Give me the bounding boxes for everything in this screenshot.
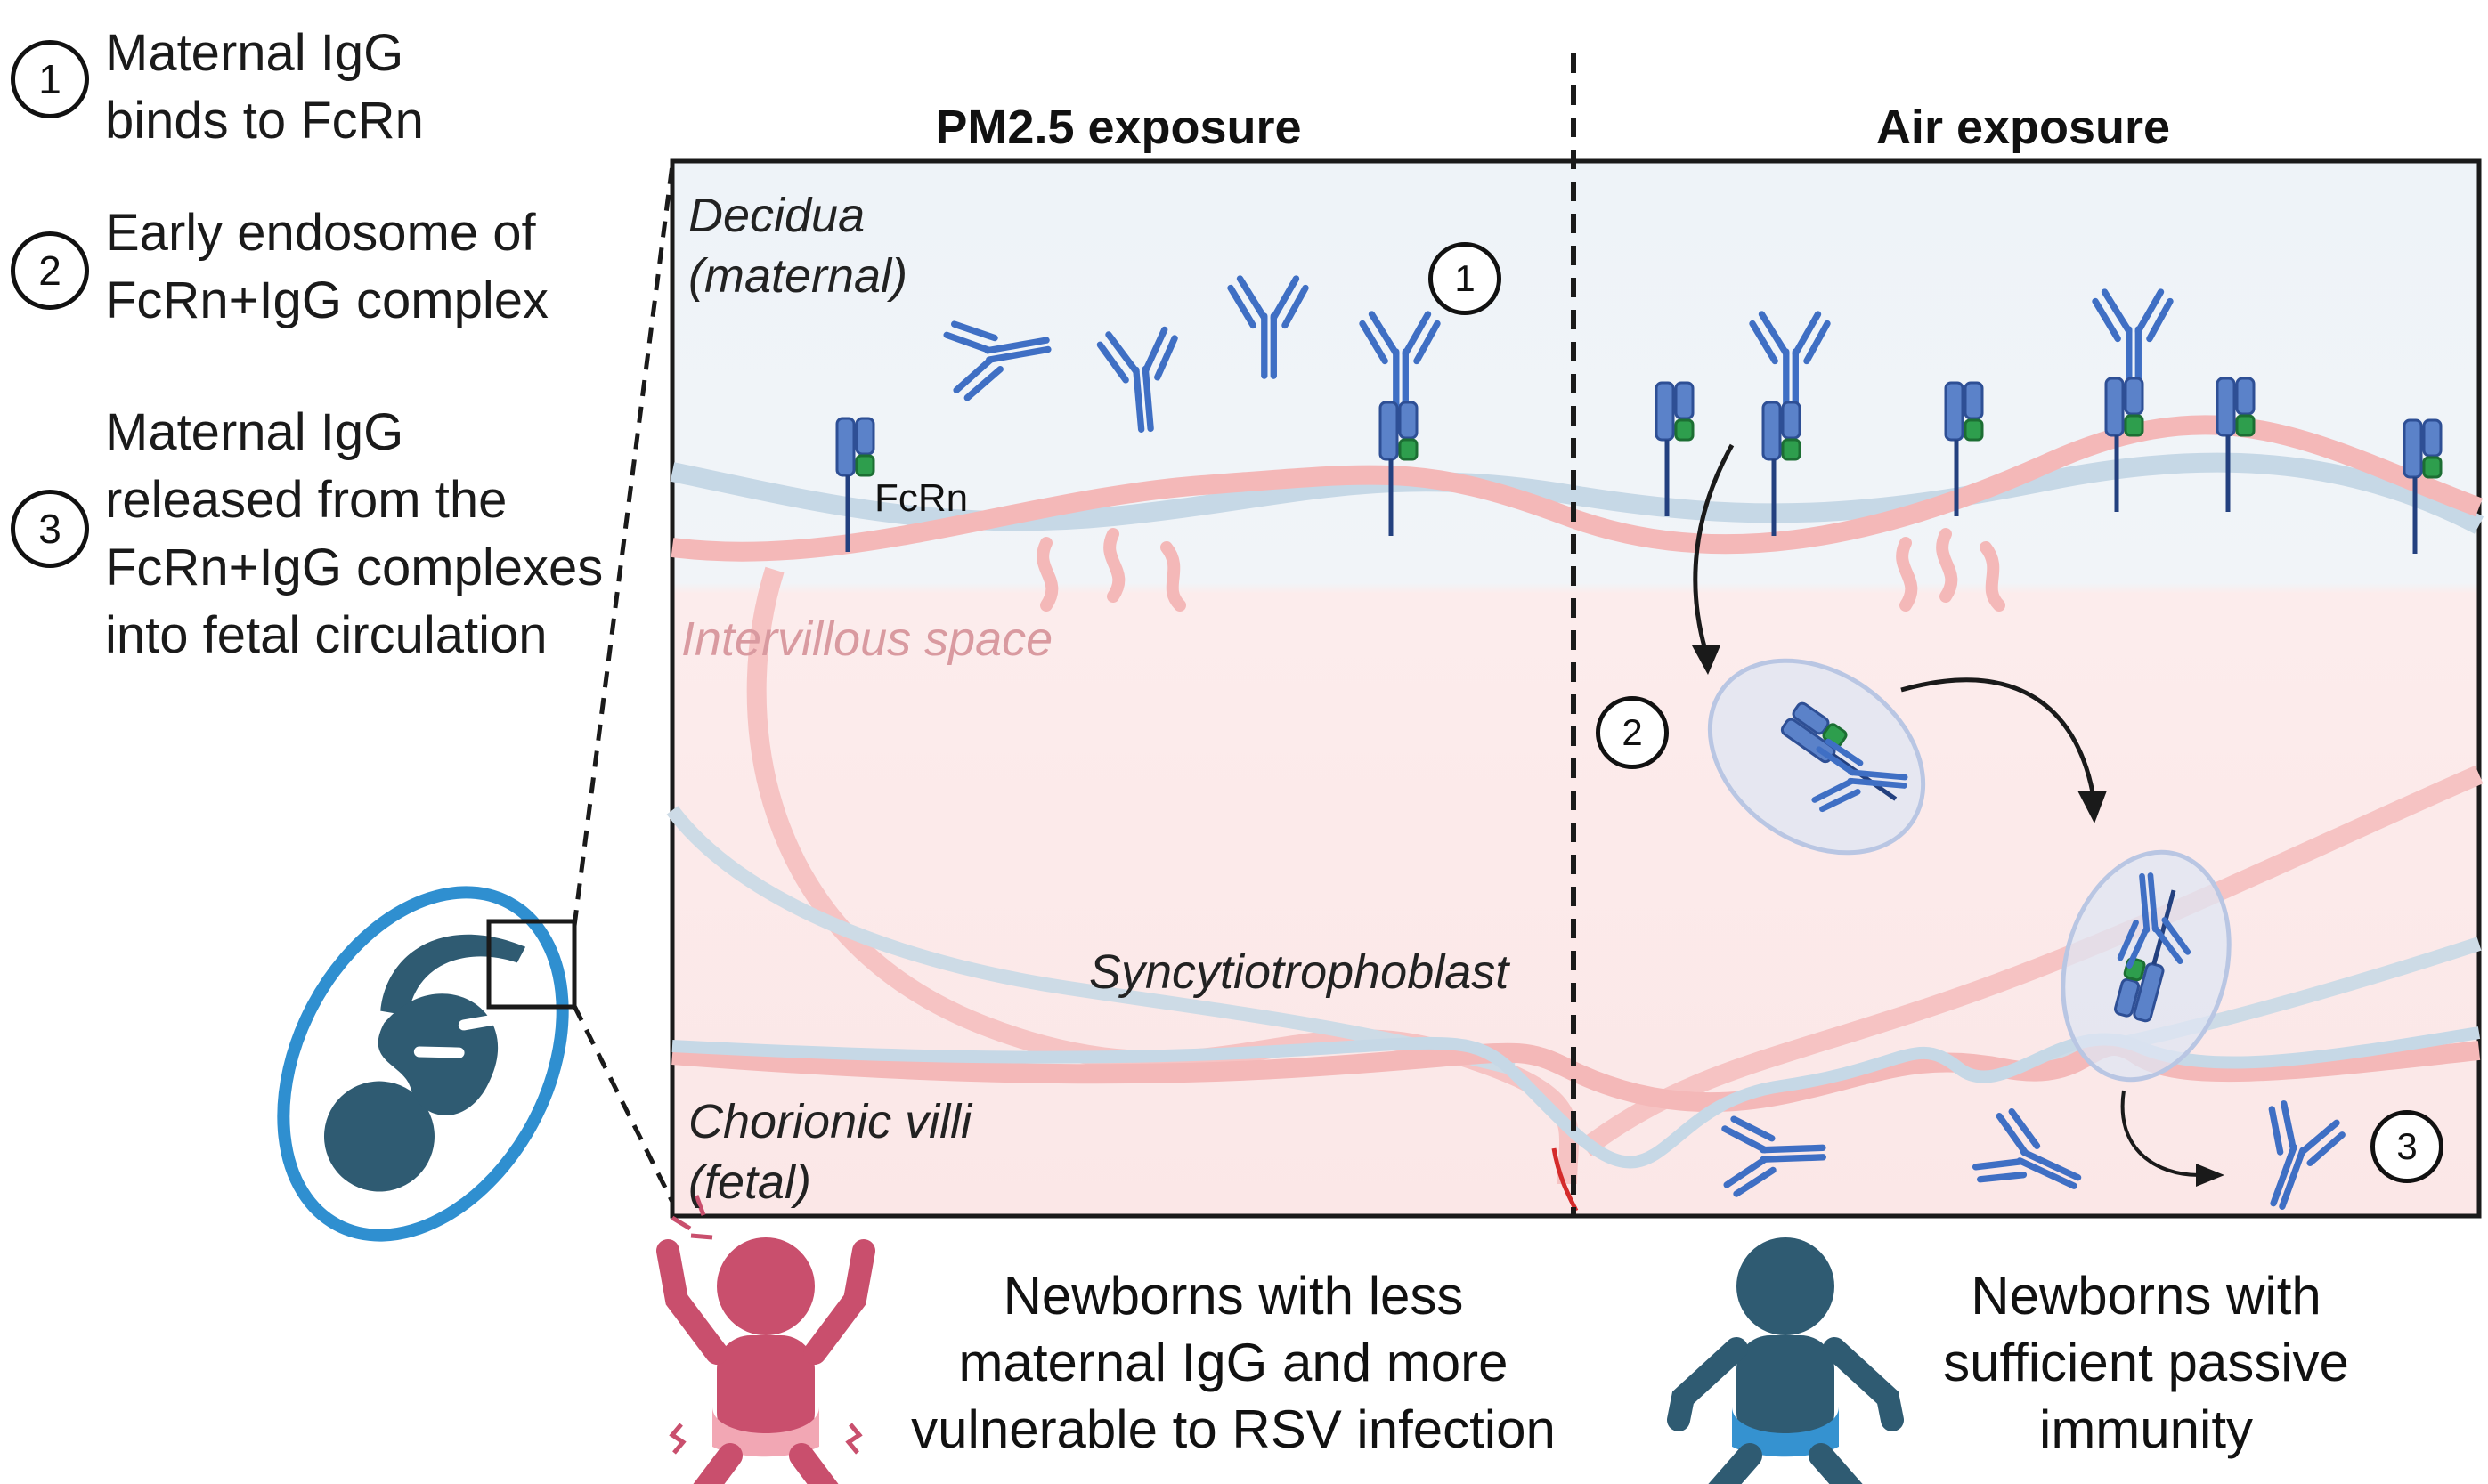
zoom-box [486, 919, 577, 1010]
chorionic-villi-label: Chorionic villi (fetal) [688, 1095, 972, 1209]
right-panel-title: Air exposure [1875, 101, 2171, 154]
arrow-to-endosome [1692, 443, 1735, 675]
intervillous-label: Intervillous space [681, 612, 1053, 666]
right-outcome-text: Newborns with sufficient passive immunit… [1943, 1266, 2349, 1459]
marker-2: 2 [1596, 696, 1669, 769]
marker-3: 3 [2370, 1110, 2443, 1183]
legend-step-1-text: Maternal IgG binds to FcRn [105, 24, 424, 150]
marker-1: 1 [1428, 242, 1501, 315]
maternal-vessel [671, 415, 2483, 562]
arrow-to-fetal [2120, 1090, 2224, 1187]
legend-step-3-badge: 3 [11, 490, 89, 568]
villous-vessel-right [1579, 765, 2484, 1156]
legend-step-2-text: Early endosome of FcRn+IgG complex [105, 204, 549, 329]
left-outcome-text: Newborns with less maternal IgG and more… [911, 1266, 1556, 1459]
arrow-endosome-transfer [1900, 677, 2107, 823]
endosome-icon [2061, 849, 2232, 1083]
legend-step-3-text: Maternal IgG released from the FcRn+IgG … [105, 403, 604, 664]
decidua-label: Decidua (maternal) [688, 189, 908, 303]
endosome-icon [1707, 658, 1926, 856]
pregnant-uterus-icon [277, 886, 569, 1242]
fcrn-label: FcRn [874, 476, 969, 520]
crying-baby-icon [656, 1195, 875, 1484]
legend-step-2-badge: 2 [11, 231, 89, 310]
healthy-baby-icon [1667, 1237, 1904, 1484]
legend-step-1-badge: 1 [11, 40, 89, 118]
left-panel-title: PM2.5 exposure [935, 101, 1302, 154]
syncytiotrophoblast-label: Syncytiotrophoblast [1089, 945, 1509, 999]
